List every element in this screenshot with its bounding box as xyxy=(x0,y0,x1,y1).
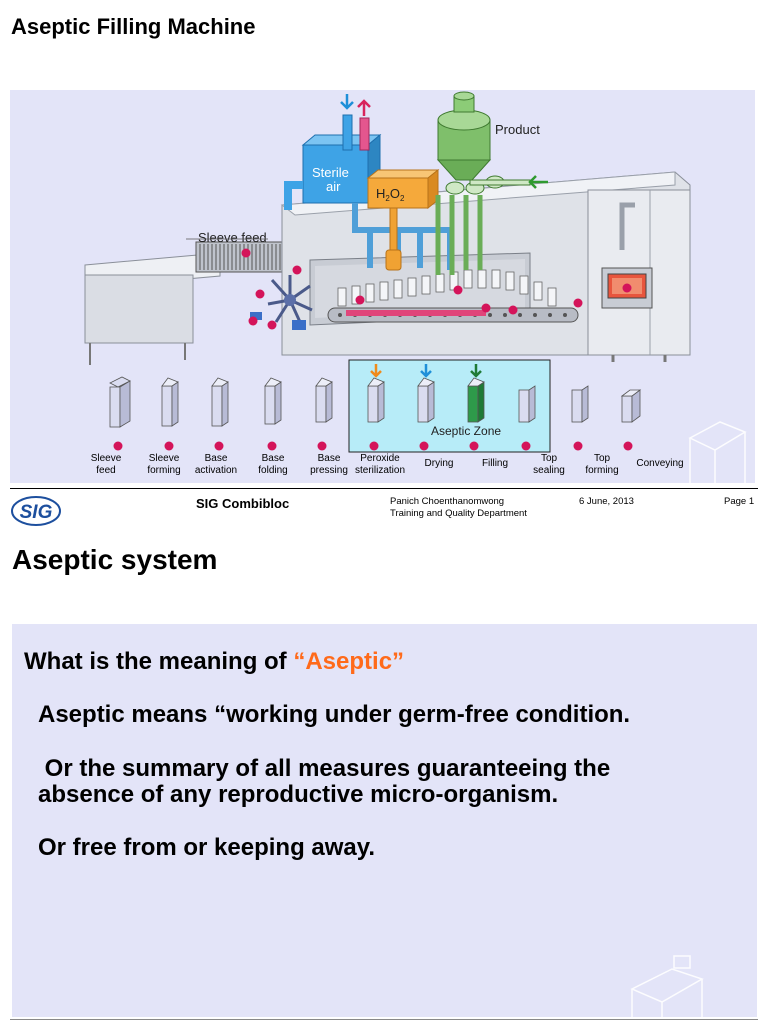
h2o2-label: H2O2 xyxy=(376,186,405,203)
step-label-drying: Drying xyxy=(424,458,454,469)
down-arrow-icon xyxy=(470,364,482,378)
definition-paragraph-2-line-2: absence of any reproductive micro-organi… xyxy=(38,781,559,808)
down-arrow-icon xyxy=(370,364,382,378)
sterile-air-label-2: air xyxy=(326,179,341,194)
question-heading: What is the meaning of “Aseptic” xyxy=(24,648,404,676)
footer-divider xyxy=(10,488,758,489)
carton-icon xyxy=(417,377,435,423)
carton-icon xyxy=(211,377,229,427)
step-label-filling: Filling xyxy=(481,458,509,469)
sleeve-feed-label: Sleeve feed xyxy=(198,230,267,245)
slide2-title: Aseptic system xyxy=(12,544,218,575)
up-arrow-icon xyxy=(357,99,371,116)
slide1-title: Aseptic Filling Machine xyxy=(11,14,256,39)
aseptic-filling-machine-diagram: Sterile air H2O2 Product xyxy=(10,90,755,483)
machine-illustration: Sterile air H2O2 Product xyxy=(84,91,747,483)
sig-logo-text: SIG xyxy=(20,502,53,523)
question-accent-term: “Aseptic” xyxy=(293,648,405,675)
carton-icon xyxy=(264,377,282,425)
carton-icon xyxy=(315,377,333,423)
carton-icon xyxy=(161,377,179,427)
down-arrow-icon xyxy=(340,94,354,110)
carton-icon xyxy=(367,377,385,423)
aseptic-zone-label: Aseptic Zone xyxy=(431,424,501,438)
sterile-air-label-1: Sterile xyxy=(312,165,349,180)
watermark-carton-icon xyxy=(630,955,704,1017)
carton-icon xyxy=(620,389,642,423)
question-text: What is the meaning of xyxy=(24,648,294,675)
step-label-conveying: Conveying xyxy=(636,458,684,469)
bottom-divider xyxy=(10,1019,758,1020)
footer-company: SIG Combibloc xyxy=(196,496,290,511)
watermark-carton-icon xyxy=(688,421,747,483)
footer-author-name: Panich Choenthanomwong xyxy=(390,496,505,507)
definition-paragraph-2: Or the summary of all measures guarantee… xyxy=(38,756,610,808)
carton-icon xyxy=(518,385,536,423)
footer-date: 6 June, 2013 xyxy=(579,496,634,507)
definition-paragraph-2-line-1: Or the summary of all measures guarantee… xyxy=(38,755,611,782)
carton-icon xyxy=(571,385,589,423)
carton-icon xyxy=(467,377,485,423)
down-arrow-icon xyxy=(420,364,432,378)
carton-icon xyxy=(109,376,131,428)
footer-page-number: Page 1 xyxy=(724,496,755,507)
left-arrow-icon xyxy=(528,175,548,189)
definition-paragraph-3: Or free from or keeping away. xyxy=(38,834,375,861)
product-label: Product xyxy=(495,122,540,137)
footer-author-department: Training and Quality Department xyxy=(390,508,527,519)
footer-author: Panich Choenthanomwong Training and Qual… xyxy=(390,496,527,520)
content-panel xyxy=(12,624,757,1017)
sig-logo-icon: SIG xyxy=(11,496,61,526)
definition-paragraph-1: Aseptic means “working under germ-free c… xyxy=(38,701,631,728)
